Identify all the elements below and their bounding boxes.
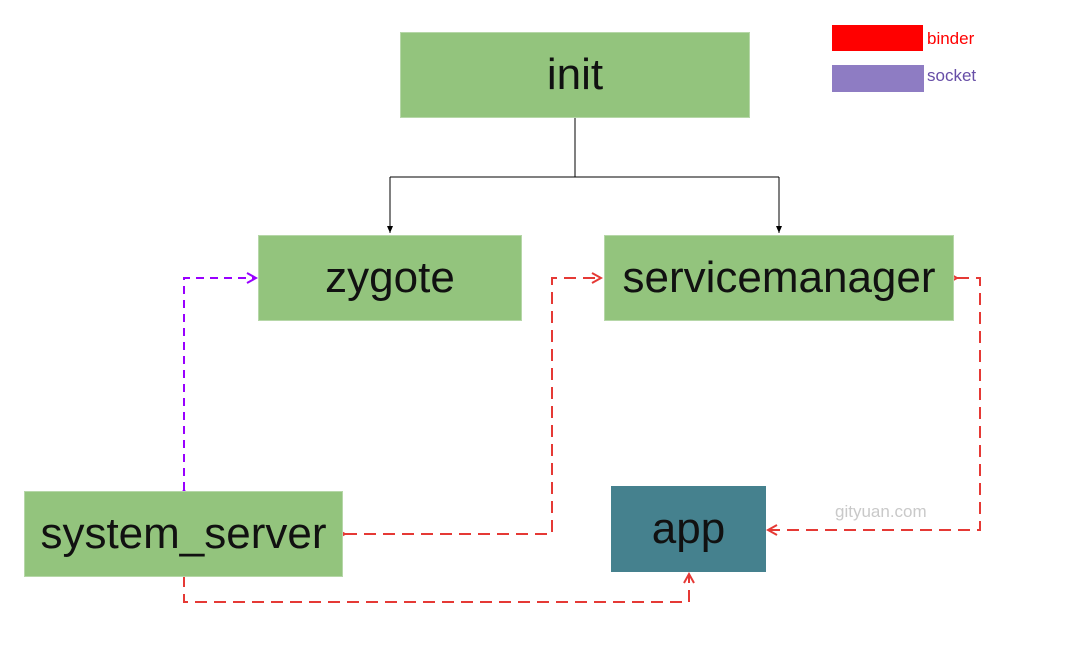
- servicemanager-label: servicemanager: [622, 253, 936, 302]
- init-label: init: [546, 50, 604, 99]
- system-server-label: system_server: [40, 509, 327, 558]
- zygote-node: zygote: [258, 235, 522, 321]
- legend-binder-swatch: [832, 25, 923, 51]
- legend-binder-label: binder: [927, 29, 975, 48]
- app-label: app: [651, 504, 726, 553]
- watermark-text: gityuan.com: [835, 502, 927, 521]
- init-children-connector: [387, 118, 782, 233]
- init-node: init: [400, 32, 750, 118]
- binder-system-server-app-arrow: [184, 574, 689, 603]
- binder-servicemanager-app-arrow: [768, 278, 981, 530]
- servicemanager-node: servicemanager: [604, 235, 954, 321]
- app-node: app: [611, 486, 766, 572]
- zygote-label: zygote: [325, 253, 455, 302]
- legend-socket-swatch: [832, 65, 924, 92]
- system-server-node: system_server: [24, 491, 343, 577]
- legend-socket-label: socket: [927, 66, 977, 85]
- binder-servicemanager-system-server-arrow: [345, 278, 601, 534]
- socket-zygote-system-server-arrow: [184, 278, 256, 490]
